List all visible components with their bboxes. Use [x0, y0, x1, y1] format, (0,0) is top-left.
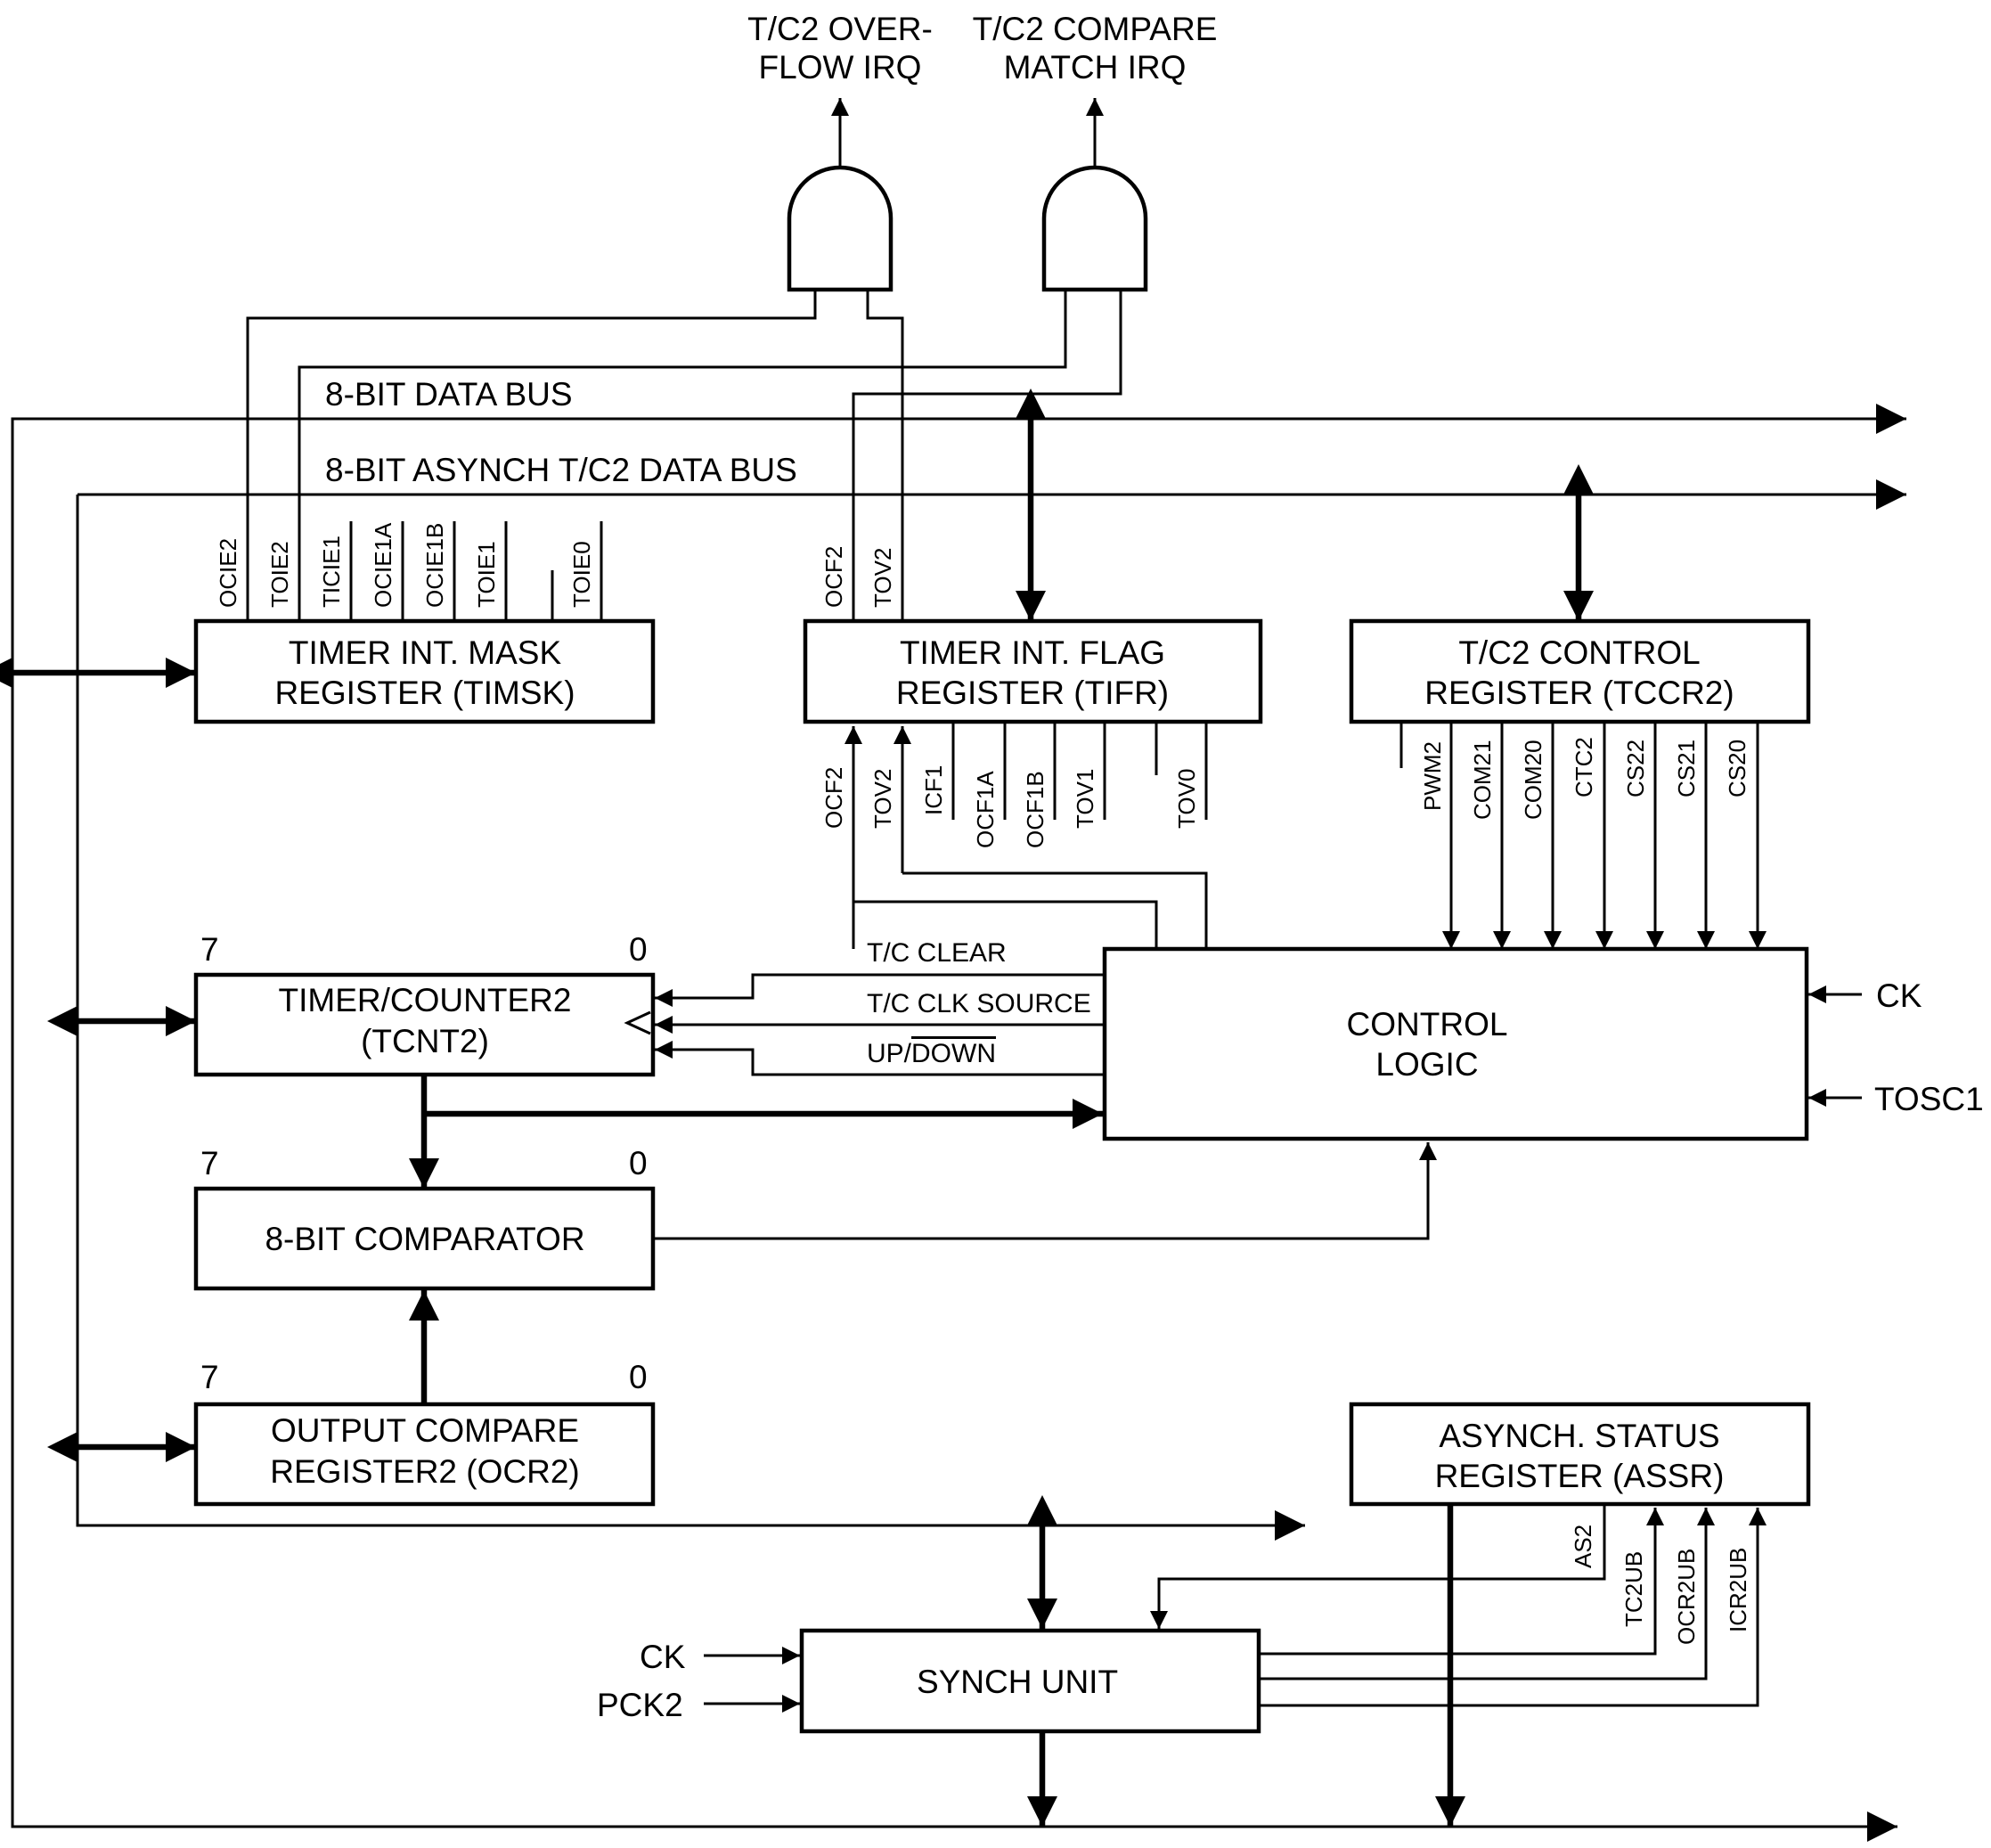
tifr-top-bit-lines	[852, 535, 904, 621]
ocr2-label-line2: REGISTER2 (OCR2)	[270, 1453, 579, 1490]
tcnt2-msb: 7	[200, 931, 219, 968]
comparator-lsb: 0	[629, 1145, 648, 1182]
timsk-register: OCIE2 TOIE2 TICIE1 OCIE1A OCIE1B TOIE1 T…	[193, 521, 656, 724]
synch-ck-label: CK	[640, 1639, 686, 1675]
comparator-msb: 7	[200, 1145, 219, 1182]
tcnt2-output-paths	[409, 1075, 1103, 1189]
tcnt2-control-signals: T/C CLEAR T/C CLK SOURCE UP/DOWN	[655, 938, 1105, 1076]
overflow-irq-line2: FLOW IRQ	[759, 49, 922, 86]
tosc1-label: TOSC1	[1874, 1081, 1984, 1117]
bit-ocr2ub: OCR2UB	[1673, 1549, 1700, 1645]
bit-com20: COM20	[1520, 740, 1546, 820]
bit-cs22: CS22	[1622, 740, 1649, 797]
data-bus: 8-BIT DATA BUS	[11, 376, 1906, 1842]
synch-unit-label: SYNCH UNIT	[917, 1664, 1118, 1700]
tcnt2-label-line2: (TCNT2)	[361, 1023, 489, 1059]
asynch-data-bus: 8-BIT ASYNCH T/C2 DATA BUS	[76, 452, 1906, 1541]
asynch-bus-label: 8-BIT ASYNCH T/C2 DATA BUS	[325, 452, 797, 488]
clock-input-symbol	[624, 1010, 651, 1035]
control-logic: CONTROL LOGIC	[1102, 946, 1809, 1141]
ocr2-lsb: 0	[629, 1359, 648, 1395]
assr-synch-wires	[1150, 1504, 1767, 1707]
ocr2-msb: 7	[200, 1359, 219, 1395]
bit-pwm2: PWM2	[1419, 741, 1446, 811]
bit-ocie1b: OCIE1B	[421, 523, 448, 608]
pck2-label: PCK2	[597, 1687, 683, 1723]
tc-clear-label: T/C CLEAR	[867, 938, 1007, 968]
tcnt2-label-line1: TIMER/COUNTER2	[279, 982, 572, 1018]
bus-taps	[0, 388, 1594, 1827]
up-down-label: UP/DOWN	[867, 1039, 996, 1068]
overflow-irq-line1: T/C2 OVER-	[747, 11, 933, 47]
timsk-label-line1: TIMER INT. MASK	[289, 634, 562, 671]
compare-and-gate: T/C2 COMPARE MATCH IRQ	[973, 11, 1218, 292]
bit-cs20: CS20	[1724, 740, 1750, 797]
bit-ocf1b: OCF1B	[1022, 771, 1049, 848]
bit-com21: COM21	[1469, 740, 1496, 820]
ocr2-label-line1: OUTPUT COMPARE	[271, 1412, 579, 1449]
bit-tov1: TOV1	[1072, 769, 1098, 829]
tccr2-label-line1: T/C2 CONTROL	[1458, 634, 1700, 671]
tifr-label-line1: TIMER INT. FLAG	[900, 634, 1165, 671]
tccr2-bit-lines	[1399, 722, 1767, 949]
tifr-label-line2: REGISTER (TIFR)	[896, 675, 1169, 711]
gate-input-wires	[246, 290, 1122, 535]
external-clock-inputs: CK TOSC1	[1808, 977, 1984, 1117]
bit-icf1: ICF1	[920, 765, 947, 815]
ck-label: CK	[1876, 977, 1922, 1014]
overflow-and-gate: T/C2 OVER- FLOW IRQ	[747, 11, 933, 292]
timsk-bit-lines	[246, 521, 603, 621]
bit-tov2-top: TOV2	[869, 548, 896, 608]
ocr2-register: 7 0 OUTPUT COMPARE REGISTER2 (OCR2)	[193, 1290, 656, 1507]
compare-irq-line2: MATCH IRQ	[1004, 49, 1187, 86]
timsk-label-line2: REGISTER (TIMSK)	[274, 675, 575, 711]
bit-tov0: TOV0	[1173, 769, 1200, 829]
bit-ocf1a: OCF1A	[972, 771, 999, 848]
tifr-register: OCF2 TOV2 TIMER INT. FLAG REGISTER (TIFR…	[803, 535, 1263, 949]
assr-label-line1: ASYNCH. STATUS	[1439, 1418, 1719, 1454]
bit-tc2ub: TC2UB	[1620, 1551, 1647, 1627]
tc-clk-source-label: T/C CLK SOURCE	[867, 989, 1091, 1018]
data-bus-label: 8-BIT DATA BUS	[325, 376, 573, 413]
bit-toie1: TOIE1	[473, 541, 500, 608]
bit-as2: AS2	[1570, 1525, 1596, 1568]
bit-ocie1a: OCIE1A	[370, 522, 396, 608]
control-label-line1: CONTROL	[1347, 1006, 1508, 1043]
bit-ctc2: CTC2	[1571, 737, 1597, 797]
assr-label-line2: REGISTER (ASSR)	[1435, 1458, 1725, 1494]
flag-set-wires	[852, 871, 1208, 949]
bit-tov2: TOV2	[869, 769, 896, 829]
tccr2-label-line2: REGISTER (TCCR2)	[1424, 675, 1734, 711]
tcnt2-lsb: 0	[629, 931, 648, 968]
bit-icr2ub: ICR2UB	[1725, 1548, 1751, 1632]
assr-register: ASYNCH. STATUS REGISTER (ASSR) AS2 TC2UB…	[1349, 1402, 1811, 1645]
bit-ocf2: OCF2	[820, 767, 847, 829]
comparator-label: 8-BIT COMPARATOR	[265, 1221, 584, 1257]
bit-cs21: CS21	[1673, 740, 1700, 797]
tcnt2-register: 7 0 TIMER/COUNTER2 (TCNT2)	[193, 931, 656, 1077]
tifr-bottom-bit-lines	[845, 722, 1208, 949]
comparator: 7 0 8-BIT COMPARATOR	[193, 1142, 1437, 1291]
compare-irq-line1: T/C2 COMPARE	[973, 11, 1218, 47]
bit-ocie2: OCIE2	[215, 538, 241, 608]
synch-unit: SYNCH UNIT CK PCK2	[597, 1628, 1261, 1734]
bit-toie0: TOIE0	[568, 541, 595, 608]
bit-ocf2-top: OCF2	[820, 546, 847, 608]
tccr2-register: T/C2 CONTROL REGISTER (TCCR2) PWM2 COM21…	[1349, 618, 1811, 949]
bit-ticie1: TICIE1	[318, 536, 345, 608]
control-label-line2: LOGIC	[1375, 1046, 1478, 1083]
bit-toie2: TOIE2	[266, 541, 293, 608]
